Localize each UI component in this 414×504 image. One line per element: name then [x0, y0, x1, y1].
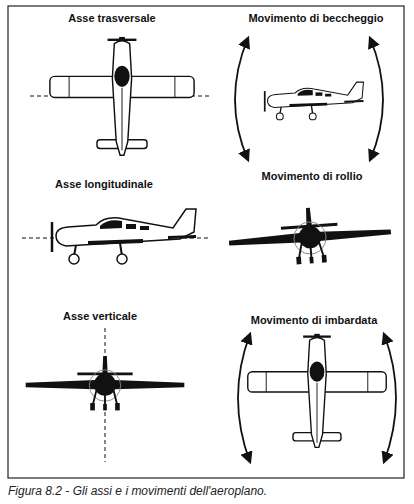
axis-heading: Movimento di rollio — [260, 170, 365, 182]
axis-heading: Asse trasversale — [66, 12, 157, 24]
plane-top-view — [50, 37, 194, 155]
figure-caption: Figura 8.2 - Gli assi e i movimenti dell… — [8, 484, 267, 498]
yaw-arrow — [238, 334, 250, 462]
plane-front-view — [26, 356, 185, 410]
yaw-arrow — [384, 334, 396, 462]
pitch-arrow — [235, 38, 248, 160]
axis-heading: Asse longitudinale — [53, 178, 155, 190]
plane-top-view — [248, 334, 386, 448]
plane-front-view — [227, 202, 393, 269]
axis-heading: Movimento di beccheggio — [246, 12, 385, 24]
axis-heading: Asse verticale — [61, 310, 139, 322]
plane-side-view — [265, 82, 364, 120]
plane-side-view — [52, 209, 196, 264]
frame — [8, 6, 404, 478]
pitch-arrow — [370, 38, 383, 160]
axis-heading: Movimento di imbardata — [249, 314, 380, 326]
